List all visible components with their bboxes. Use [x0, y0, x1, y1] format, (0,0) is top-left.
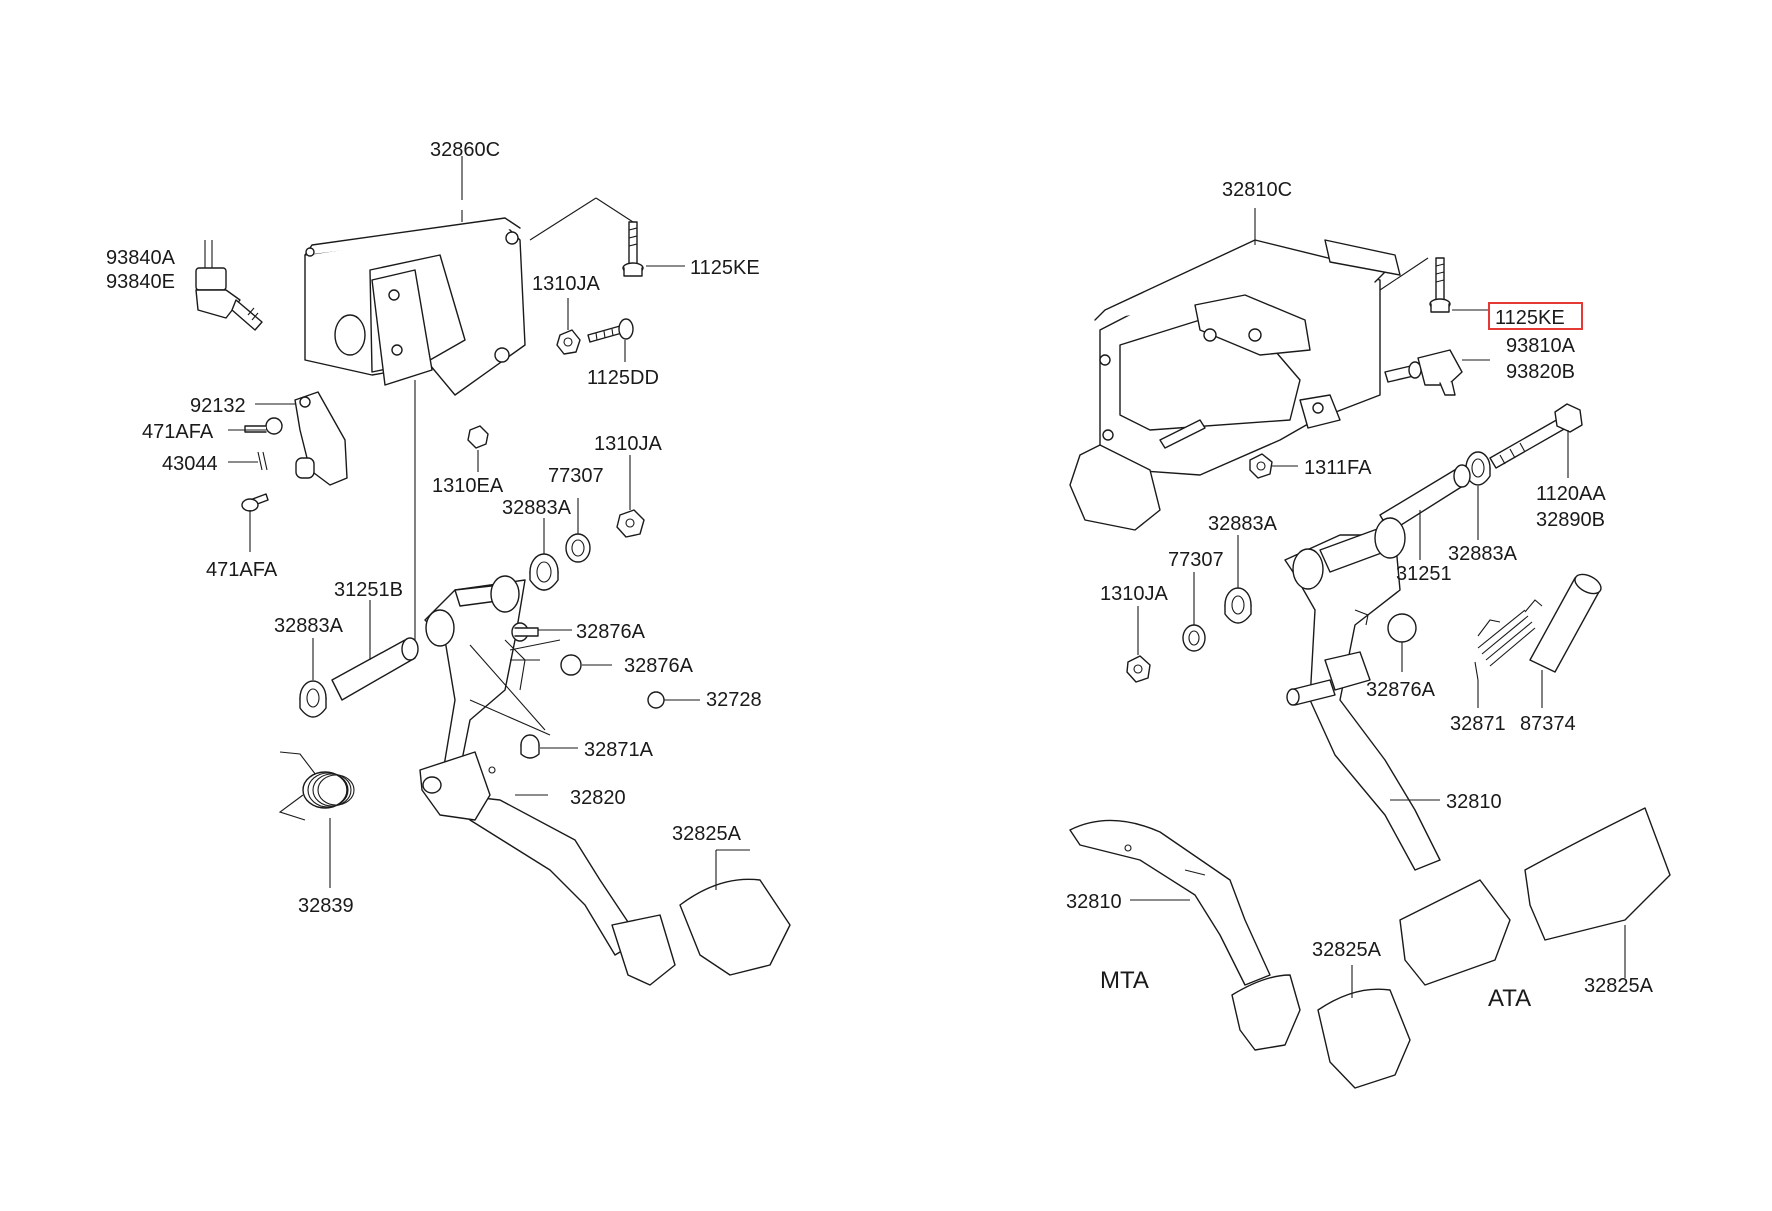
label-93840A: 93840A	[106, 247, 176, 269]
washer-77307-left	[565, 533, 591, 563]
pedal-pad-mta-on-arm	[1231, 974, 1301, 1051]
label-471AFA-b: 471AFA	[206, 559, 278, 581]
label-31251: 31251	[1396, 563, 1452, 585]
label-1120AA: 1120AA	[1536, 483, 1606, 505]
pin-43044	[257, 451, 268, 471]
bracket-32860C	[304, 217, 526, 396]
label-32825A-mta: 32825A	[1312, 939, 1382, 961]
spring-32871	[1474, 599, 1543, 681]
bushing-32883A-c	[1465, 451, 1491, 486]
label-32839: 32839	[298, 895, 354, 917]
label-32883A-c: 32883A	[1208, 513, 1278, 535]
nut-1310JA-b	[616, 509, 645, 538]
bolt-32876A-b	[560, 654, 582, 676]
label-32876A-b: 32876A	[624, 655, 694, 677]
label-93820B: 93820B	[1506, 361, 1575, 383]
washer-77307-right	[1182, 624, 1206, 652]
label-ATA: ATA	[1488, 985, 1531, 1012]
left-assembly	[195, 156, 791, 986]
pedal-pad-left-on-arm	[611, 914, 676, 986]
pin-32871A	[520, 734, 540, 759]
label-MTA: MTA	[1100, 967, 1149, 994]
label-32820: 32820	[570, 787, 626, 809]
label-32860C: 32860C	[430, 139, 500, 161]
bolt-1120AA	[1489, 403, 1583, 469]
shaft-31251B	[331, 637, 419, 701]
nut-1310EA	[467, 425, 489, 449]
label-32871: 32871	[1450, 713, 1506, 735]
label-92132: 92132	[190, 395, 246, 417]
right-assembly	[1069, 208, 1671, 1089]
label-1311FA: 1311FA	[1304, 457, 1372, 479]
spring-32839	[278, 751, 355, 821]
label-32825A-ata: 32825A	[1584, 975, 1654, 997]
bolt-1125KE-left	[622, 221, 644, 277]
nut-1311FA	[1249, 453, 1273, 479]
bolt-1125KE-right	[1429, 257, 1451, 313]
plate-92132	[294, 391, 348, 486]
part-labels: 32860C 93840A 93840E 1125KE 1310JA 1125D…	[106, 139, 1654, 1012]
label-77307-left: 77307	[548, 465, 604, 487]
label-32810-ata: 32810	[1446, 791, 1502, 813]
label-32871A: 32871A	[584, 739, 654, 761]
stop-lamp-switch-93840A	[195, 240, 263, 331]
label-32825A-left: 32825A	[672, 823, 742, 845]
pedal-arm-32810-mta	[1069, 819, 1271, 986]
nut-1310JA-c	[1126, 655, 1151, 683]
highlight-box-1125KE	[1488, 302, 1583, 330]
label-87374: 87374	[1520, 713, 1576, 735]
label-31251B: 31251B	[334, 579, 403, 601]
label-32728: 32728	[706, 689, 762, 711]
pedal-pad-32825A-mta	[1317, 988, 1411, 1089]
pedal-arm-32820	[419, 575, 641, 956]
label-32883A-b: 32883A	[274, 615, 344, 637]
bushing-32883A-d	[1224, 587, 1252, 624]
pedal-pad-32825A-left	[679, 878, 791, 976]
label-1125KE-left: 1125KE	[690, 257, 760, 279]
label-1310EA: 1310EA	[432, 475, 504, 497]
label-32883A-d: 32883A	[1448, 543, 1518, 565]
label-1125DD: 1125DD	[587, 367, 659, 389]
label-93810A: 93810A	[1506, 335, 1576, 357]
bushing-32883A-a	[529, 553, 559, 591]
label-32883A-a: 32883A	[502, 497, 572, 519]
bolt-32876A-a	[511, 622, 539, 642]
bolt-1125DD	[587, 318, 634, 343]
label-43044: 43044	[162, 453, 218, 475]
pedal-pad-32825A-ata	[1524, 807, 1671, 941]
label-32876A-a: 32876A	[576, 621, 646, 643]
bushing-32883A-b	[299, 680, 327, 718]
plug-32876A-c	[1387, 613, 1417, 643]
pedal-arm-32810-right	[1284, 517, 1441, 871]
sleeve-87374	[1529, 573, 1602, 673]
label-1310JA-b: 1310JA	[594, 433, 662, 455]
label-32810-mta: 32810	[1066, 891, 1122, 913]
pedal-pad-on-right-arm	[1399, 879, 1511, 986]
label-1310JA-a: 1310JA	[532, 273, 600, 295]
bolt-471AFA-a	[244, 417, 283, 435]
bolt-471AFA-b	[241, 493, 269, 512]
label-1310JA-c: 1310JA	[1100, 583, 1168, 605]
label-93840E: 93840E	[106, 271, 175, 293]
label-77307-right: 77307	[1168, 549, 1224, 571]
label-1125KE-right: 1125KE	[1495, 307, 1565, 329]
label-32876A-c: 32876A	[1366, 679, 1436, 701]
bracket-32810C	[1069, 239, 1401, 531]
pin-32728	[647, 691, 665, 709]
label-32890B: 32890B	[1536, 509, 1605, 531]
label-471AFA-a: 471AFA	[142, 421, 214, 443]
switch-93810A	[1384, 349, 1463, 396]
nut-1310JA-a	[556, 329, 581, 355]
label-32810C: 32810C	[1222, 179, 1292, 201]
